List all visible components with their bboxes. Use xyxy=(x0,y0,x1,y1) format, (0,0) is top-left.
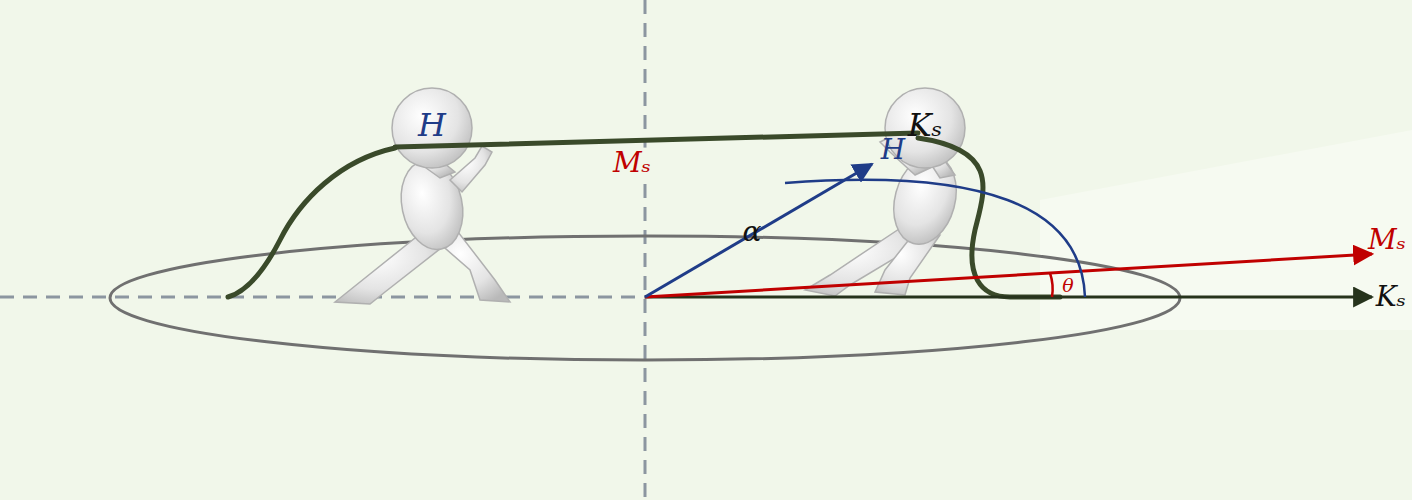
right-figure xyxy=(805,88,966,296)
vector-label: Mₛ xyxy=(1368,225,1406,256)
ks-vector xyxy=(645,296,1372,299)
rope xyxy=(228,133,1060,297)
h-vector xyxy=(645,164,872,297)
theta-arc xyxy=(1050,273,1053,297)
angle-label: θ xyxy=(1062,275,1073,296)
head-label: H xyxy=(418,108,446,143)
left-figure xyxy=(335,88,510,304)
vector-label: Kₛ xyxy=(1376,282,1406,313)
vector-label: H xyxy=(881,135,905,166)
light-panel xyxy=(1040,130,1412,330)
ms-vector xyxy=(645,254,1372,297)
horizontal-axis xyxy=(0,296,645,299)
head-label: Kₛ xyxy=(908,108,943,143)
angle-label: α xyxy=(743,217,762,248)
rope-label: Mₛ xyxy=(609,148,655,179)
alpha-arc xyxy=(785,180,1085,297)
vertical-axis xyxy=(644,0,647,500)
